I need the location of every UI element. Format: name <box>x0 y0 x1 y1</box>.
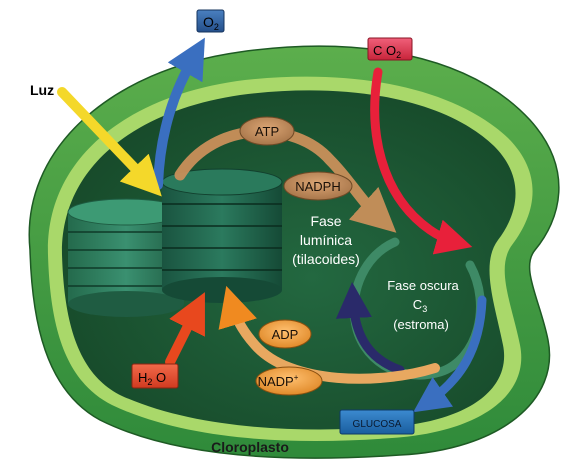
light-label: Luz <box>30 82 54 98</box>
h2o-arrow <box>165 292 205 367</box>
calvin-cycle-return-arrow <box>335 282 405 375</box>
light-arrow <box>57 87 162 197</box>
nadp-label: NADP+ <box>258 373 299 389</box>
h2o-label: H2 O <box>138 370 166 387</box>
glucose-label: GLUCOSA <box>353 419 402 430</box>
co2-arrow <box>370 67 473 255</box>
caption: Cloroplasto <box>211 439 289 455</box>
light-phase-line2: lumínica <box>300 232 352 248</box>
granum-right <box>161 168 283 303</box>
dark-phase-line1: Fase oscura <box>387 278 459 293</box>
light-phase-line1: Fase <box>310 213 341 229</box>
adp-nadp-arrow <box>218 285 440 384</box>
light-phase-line3: (tilacoides) <box>292 251 360 267</box>
o2-box: O2 <box>196 9 225 33</box>
dark-phase-label: Fase oscura C3 (estroma) <box>387 278 459 332</box>
nadph-oval: NADPH <box>283 171 353 201</box>
adp-oval: ADP <box>258 319 312 349</box>
adp-label: ADP <box>272 327 299 342</box>
co2-label: C O2 <box>373 43 401 60</box>
light-phase-label: Fase lumínica (tilacoides) <box>292 213 360 267</box>
nadph-label: NADPH <box>295 179 341 194</box>
atp-label: ATP <box>255 124 279 139</box>
h2o-box: H2 O <box>131 363 179 389</box>
dark-phase-line3: (estroma) <box>393 317 449 332</box>
glucose-box: GLUCOSA <box>339 409 415 435</box>
co2-box: C O2 <box>367 37 413 61</box>
glucose-arrow <box>413 295 487 413</box>
o2-label: O2 <box>203 14 219 32</box>
dark-phase-line2: C3 <box>413 297 427 314</box>
nadp-oval: NADP+ <box>255 366 323 396</box>
atp-oval: ATP <box>239 116 295 146</box>
atp-nadph-arrow <box>174 126 397 233</box>
